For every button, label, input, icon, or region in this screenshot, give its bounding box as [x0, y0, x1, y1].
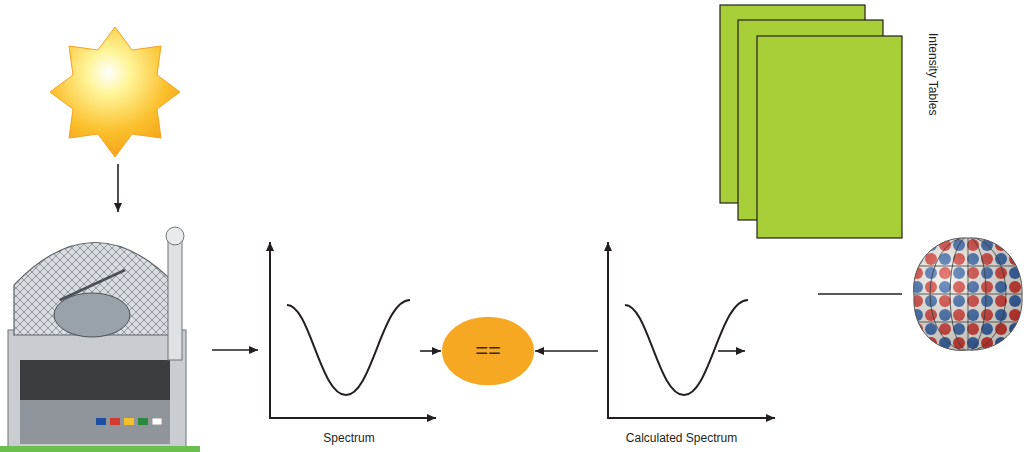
comparison-ellipse: ==	[441, 316, 535, 386]
spectrum-chart-node: Spectrum	[262, 235, 420, 447]
star-model-illustration	[900, 230, 1030, 360]
node-label: Intensity Tables	[926, 33, 940, 116]
spectrum-chart	[269, 242, 436, 419]
telescope-arrow	[212, 349, 258, 351]
node-label: Spectrum	[323, 431, 374, 445]
intensity-table-sheets	[720, 5, 902, 238]
sun-icon	[50, 27, 180, 157]
calculated-spectrum-chart	[607, 242, 775, 419]
telescope-illustration	[0, 227, 200, 452]
light-arrow	[117, 164, 119, 212]
flow-arrow	[420, 350, 441, 352]
calculated-spectrum-node: Calculated Spectrum	[598, 235, 745, 447]
comparison-symbol: ==	[475, 339, 501, 363]
node-label: Calculated Spectrum	[626, 431, 737, 445]
flow-arrow	[535, 350, 598, 352]
intensity-tables-node: Intensity Tables	[718, 3, 945, 240]
flow-arrow	[718, 350, 745, 352]
model-line	[818, 293, 902, 295]
